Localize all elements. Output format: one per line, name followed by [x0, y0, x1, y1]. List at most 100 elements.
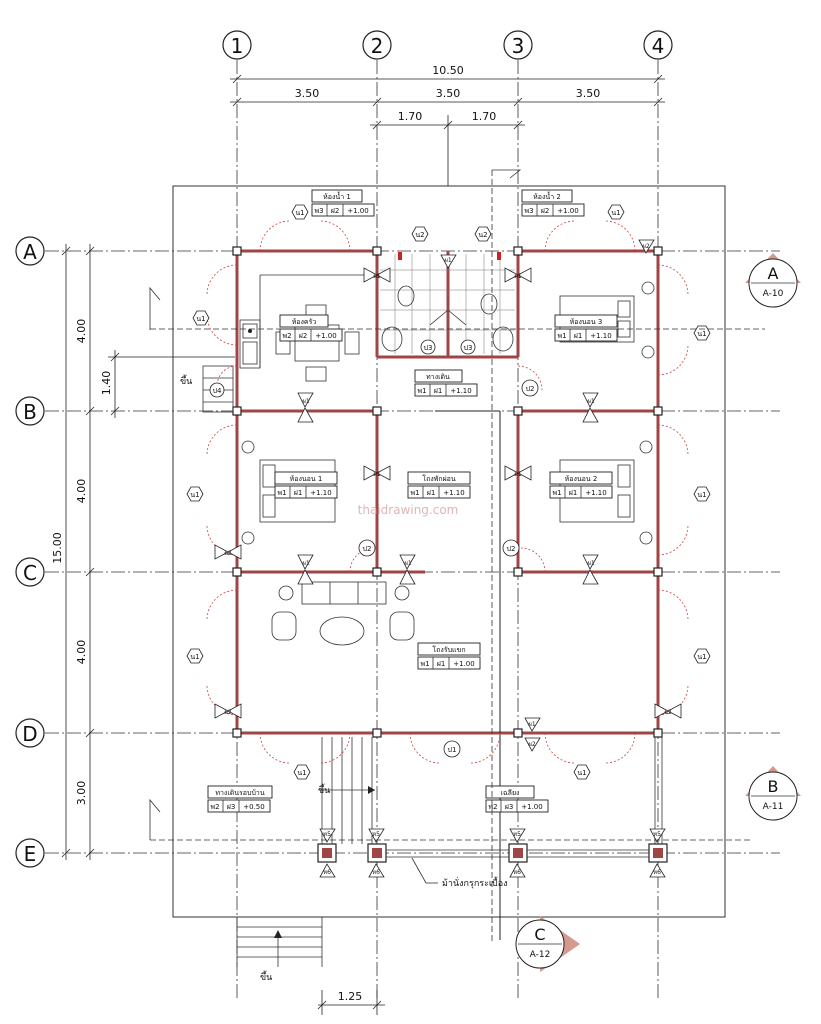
grid-bubble-E: E [15, 838, 45, 868]
post-marker: ห6 [649, 863, 666, 878]
section-marker-B: B A-11 [149, 766, 801, 841]
up-label-front: ขึ้น [318, 783, 330, 796]
svg-text:น1: น1 [297, 769, 306, 777]
grid-bubble-2: 2 [362, 30, 392, 60]
bench-label: ม้านั่งกรุกระเบื้อง [442, 876, 508, 889]
svg-text:ป1: ป1 [448, 746, 457, 754]
svg-text:ป3: ป3 [424, 344, 433, 352]
floor-code: พ1 [557, 332, 566, 340]
svg-text:ผ2: ผ2 [528, 741, 536, 748]
section-letter: B [768, 777, 779, 796]
svg-text:ผ1: ผ1 [373, 471, 381, 478]
svg-text:ผ2: ผ2 [224, 550, 232, 557]
wall-marker: ผ1 [399, 554, 416, 585]
svg-text:น1: น1 [577, 769, 586, 777]
window-tag: น1 [192, 310, 210, 326]
dim-half: 1.70 [398, 110, 423, 123]
wall-code: ฝ1 [434, 387, 443, 395]
wall-code: ฝ2 [541, 207, 550, 215]
svg-text:ห5: ห5 [513, 831, 521, 838]
bathroom-tiles [380, 254, 515, 354]
svg-text:น1: น1 [697, 491, 706, 499]
svg-text:ห6: ห6 [653, 869, 661, 876]
bathroom-fixtures [381, 252, 514, 352]
grid-bubble-C: C [15, 557, 45, 587]
post-marker: ห6 [319, 863, 336, 878]
room-name: โถงรับแขก [432, 645, 465, 654]
svg-text:น1: น1 [697, 653, 706, 661]
post-marker: ห6 [368, 863, 385, 878]
svg-text:น1: น1 [196, 315, 205, 323]
level: +1.00 [315, 332, 336, 340]
room-label-walkway: ทางเดินรอบบ้าน พ2 ฝ3 +0.50 [207, 785, 273, 813]
level: +1.10 [585, 489, 606, 497]
door-tag: ป3 [460, 339, 476, 355]
dimension-bottom: 1.25 [317, 990, 385, 1015]
porch-bench [386, 737, 663, 858]
section-letter: A [768, 264, 779, 283]
wall-code: ฝ2 [331, 207, 340, 215]
room-name: ห้องครัว [292, 318, 317, 326]
grid-bubble-3: 3 [503, 30, 533, 60]
post-marker: ห5 [649, 828, 666, 843]
svg-text:น1: น1 [190, 491, 199, 499]
svg-text:น1: น1 [190, 653, 199, 661]
structural-columns [232, 246, 668, 863]
section-sheet: A-10 [763, 289, 784, 299]
svg-text:ผ2: ผ2 [224, 709, 232, 716]
dimension-left: 15.00 4.00 4.00 4.00 3.00 1.40 [51, 244, 235, 860]
living-room-furniture [271, 581, 415, 646]
room-label-terrace: เฉลียง พ2 ฝ3 +1.00 [485, 785, 549, 813]
post-marker: ห6 [509, 863, 526, 878]
wall-marker: ผ1 [504, 267, 532, 283]
section-sheet: A-12 [530, 950, 551, 960]
level: +0.50 [243, 803, 264, 811]
wall-marker: ผ1 [504, 465, 532, 481]
svg-text:ผ1: ผ1 [587, 560, 595, 567]
floor-code: พ1 [420, 660, 429, 668]
floor-code: พ3 [524, 207, 533, 215]
window-tag: น1 [186, 648, 204, 664]
up-label-bottom: ขึ้น [260, 970, 272, 983]
svg-text:ป2: ป2 [507, 545, 516, 553]
section-sheet: A-11 [763, 802, 784, 812]
room-label-kitchen: ห้องครัว พ2 ฝ2 +1.00 [279, 314, 343, 342]
dim-bay: 3.50 [295, 87, 320, 100]
wall-code: ฝ1 [569, 489, 578, 497]
window-tag: น2 [411, 226, 429, 242]
wall-code: ฝ2 [299, 332, 308, 340]
room-name: ห้องน้ำ 1 [323, 190, 351, 201]
svg-text:ผ1: ผ1 [587, 398, 595, 405]
svg-text:ป2: ป2 [363, 545, 372, 553]
svg-text:ผ1: ผ1 [302, 560, 310, 567]
floor-code: พ1 [552, 489, 561, 497]
window-swings-left [206, 264, 238, 716]
dim-bay: 4.00 [75, 479, 88, 504]
wall-marker: ผ2 [214, 544, 242, 560]
wall-code: ฝ1 [294, 489, 303, 497]
window-swings-right [657, 264, 689, 716]
room-name: โถงพักผ่อน [422, 474, 456, 483]
grid-bubble-B: B [15, 396, 45, 426]
floor-code: พ2 [210, 803, 219, 811]
door-tag: ป4 [209, 382, 225, 398]
svg-text:ห6: ห6 [513, 869, 521, 876]
svg-text:ห5: ห5 [653, 831, 661, 838]
floor-code: พ2 [282, 332, 291, 340]
grid-bubble-A: A [15, 236, 45, 266]
room-name: ห้องนอน 3 [570, 318, 603, 326]
wall-marker: ผ1 [582, 392, 599, 423]
svg-text:ห5: ห5 [323, 831, 331, 838]
grid-bubble-label: A [23, 240, 37, 264]
room-label-bedroom-3: ห้องนอน 3 พ1 ฝ1 +1.10 [554, 314, 618, 342]
window-tag: น1 [293, 764, 311, 780]
level: +1.10 [310, 489, 331, 497]
window-tag: น2 [474, 226, 492, 242]
floor-code: พ1 [417, 387, 426, 395]
svg-text:น1: น1 [697, 330, 706, 338]
door-tag: ป2 [502, 539, 520, 557]
kitchen-counter [239, 274, 365, 369]
dim-bay: 4.00 [75, 319, 88, 344]
room-label-bathroom-1: ห้องน้ำ 1 พ3 ฝ2 +1.00 [311, 189, 375, 217]
